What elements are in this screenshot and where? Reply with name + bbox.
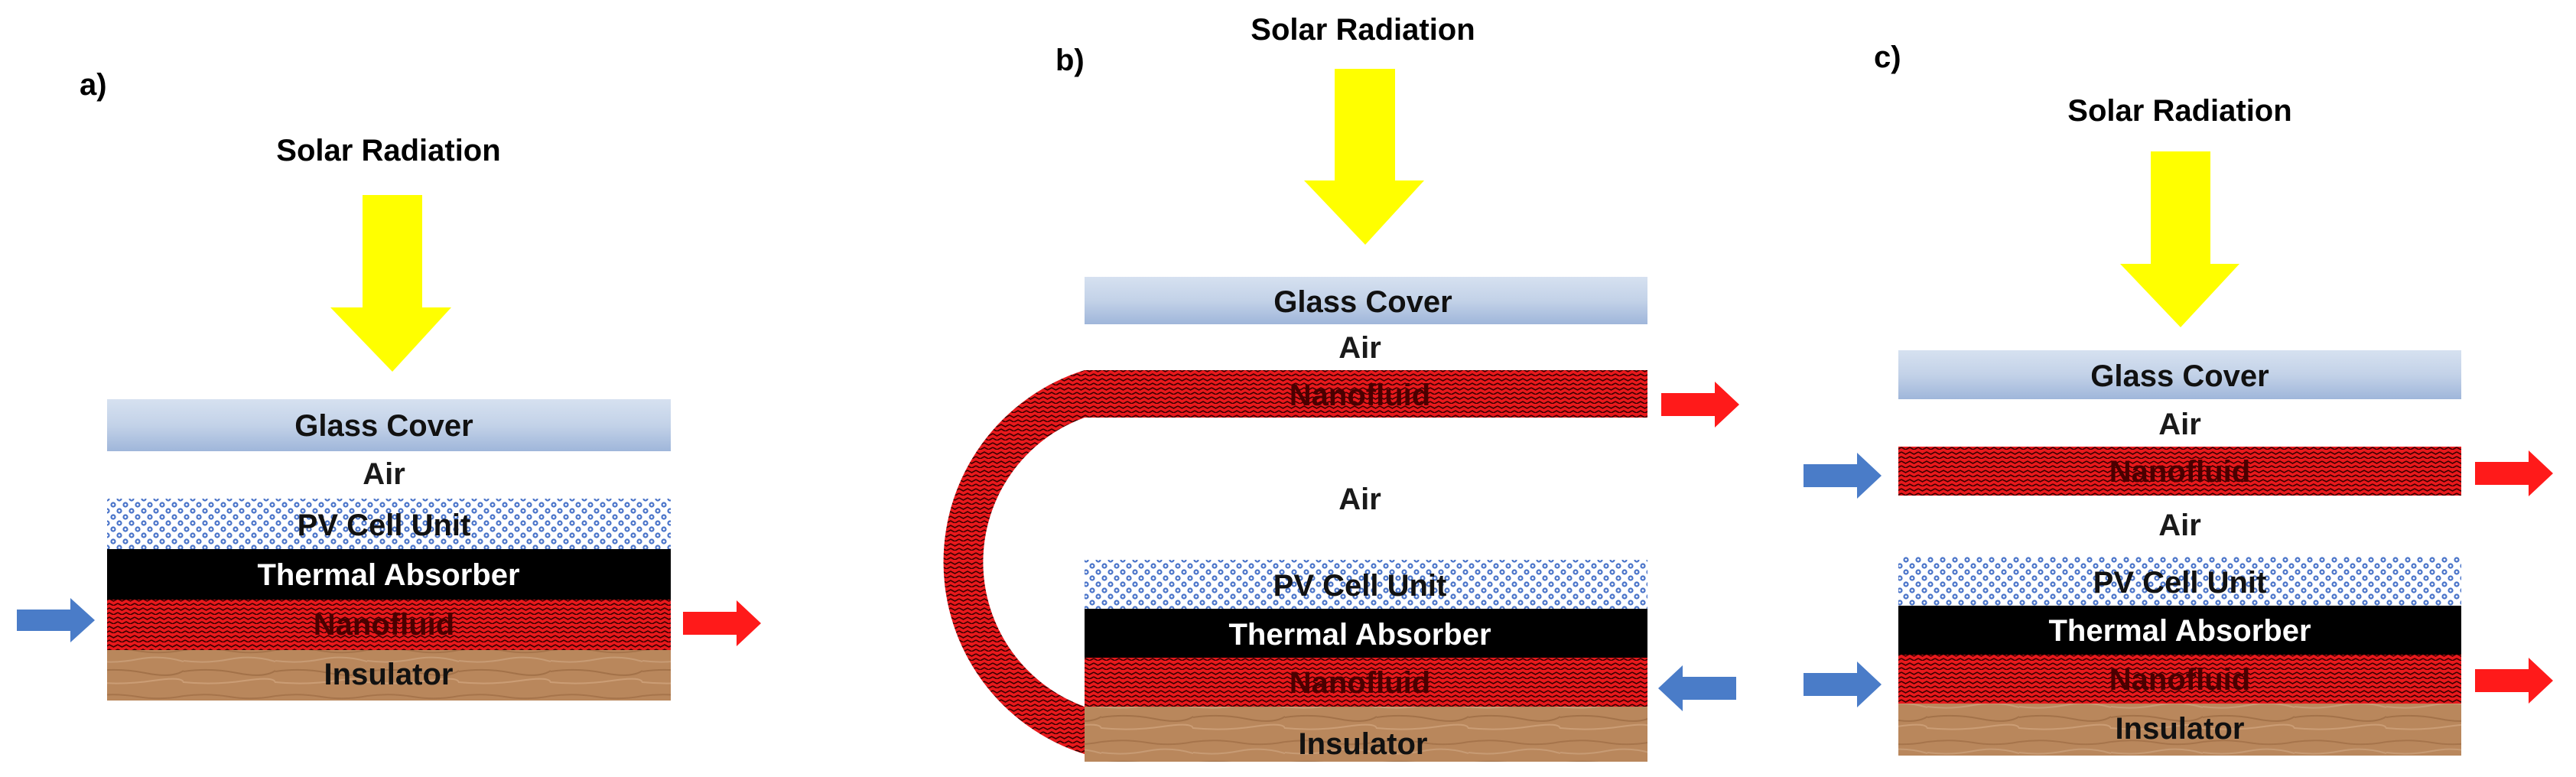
panel-b-insulator-label: Insulator [1299,727,1428,761]
panel-c: c) Solar Radiation Glass Cover Air Nanof… [1804,41,2553,756]
panel-c-nanofluid-top-label: Nanofluid [2109,455,2250,489]
panel-a: a) Solar Radiation Glass Cover Air PV Ce… [17,68,761,701]
panel-a-thermal-absorber-label: Thermal Absorber [257,558,519,592]
panel-b-insulator-layer [1085,707,1647,762]
panel-a-glass-cover-label: Glass Cover [294,409,473,443]
panel-c-thermal-absorber-label: Thermal Absorber [2048,614,2311,648]
panel-a-glass-cover [107,399,671,451]
panel-a-insulator-label: Insulator [324,658,454,691]
panel-c-bottom-outlet-red-arrow-icon [2475,658,2553,704]
panel-c-air-middle-label: Air [2158,509,2201,542]
panel-c-top-outlet-red-arrow-icon [2475,450,2553,496]
panel-b-solar-radiation-label: Solar Radiation [1251,13,1475,47]
panel-b-label: b) [1055,44,1085,77]
panel-c-bottom-inlet-blue-arrow-icon [1804,662,1882,707]
panel-b-nanofluid-top-label: Nanofluid [1290,379,1430,412]
panel-b-air-top-label: Air [1338,331,1381,365]
panel-b-nanofluid-bottom-label: Nanofluid [1290,666,1430,700]
panel-c-nanofluid-bottom-label: Nanofluid [2109,663,2250,697]
panel-a-pv-cell-layer [107,499,671,549]
panel-a-nanofluid-layer [107,600,671,650]
panel-b-air-middle-label: Air [1338,483,1381,516]
panel-c-top-inlet-blue-arrow-icon [1804,453,1882,499]
panel-c-solar-radiation-label: Solar Radiation [2067,94,2291,128]
panel-b-glass-cover-label: Glass Cover [1273,285,1452,319]
panel-b-thermal-absorber-label: Thermal Absorber [1228,618,1491,652]
panel-a-nanofluid-label: Nanofluid [314,608,454,642]
panel-c-pv-cell-layer [1898,557,2461,606]
panel-c-thermal-absorber-layer [1898,606,2461,655]
panel-b-glass-cover [1085,277,1647,324]
panel-b-thermal-absorber-layer [1085,609,1647,658]
panel-a-insulator-layer [107,650,671,701]
panel-c-air-top-label: Air [2158,408,2201,441]
panel-c-solar-radiation-arrow-icon [2120,151,2239,327]
panel-b-pv-cell-layer [1085,560,1647,609]
panel-b-outlet-red-arrow-icon [1661,382,1739,428]
panel-a-pv-cell-label: PV Cell Unit [298,509,471,542]
panel-c-label: c) [1874,41,1901,74]
panel-c-glass-cover [1898,350,2461,399]
panel-b: b) Solar Radiation Glass Cover Air Nanof… [943,13,1739,762]
panel-b-solar-radiation-arrow-icon [1304,69,1424,245]
panel-a-thermal-absorber-layer [107,549,671,600]
panel-a-air-label: Air [363,457,405,491]
panel-c-nanofluid-bottom-layer [1898,655,2461,704]
panel-c-glass-cover-label: Glass Cover [2090,359,2269,393]
panel-c-nanofluid-top-layer [1898,447,2461,496]
panel-a-label: a) [80,68,107,102]
panel-a-solar-radiation-arrow-icon [330,195,451,372]
panel-b-nanofluid-bottom-layer [1085,658,1647,707]
panel-a-inlet-blue-arrow-icon [17,598,95,642]
panel-c-pv-cell-label: PV Cell Unit [2093,566,2267,600]
panel-c-insulator-label: Insulator [2116,712,2245,746]
panel-a-solar-radiation-label: Solar Radiation [276,134,500,167]
panel-c-insulator-layer [1898,704,2461,756]
panel-b-inlet-blue-arrow-icon [1658,665,1736,711]
panel-a-outlet-red-arrow-icon [683,600,761,646]
panel-b-pv-cell-label: PV Cell Unit [1273,569,1447,603]
